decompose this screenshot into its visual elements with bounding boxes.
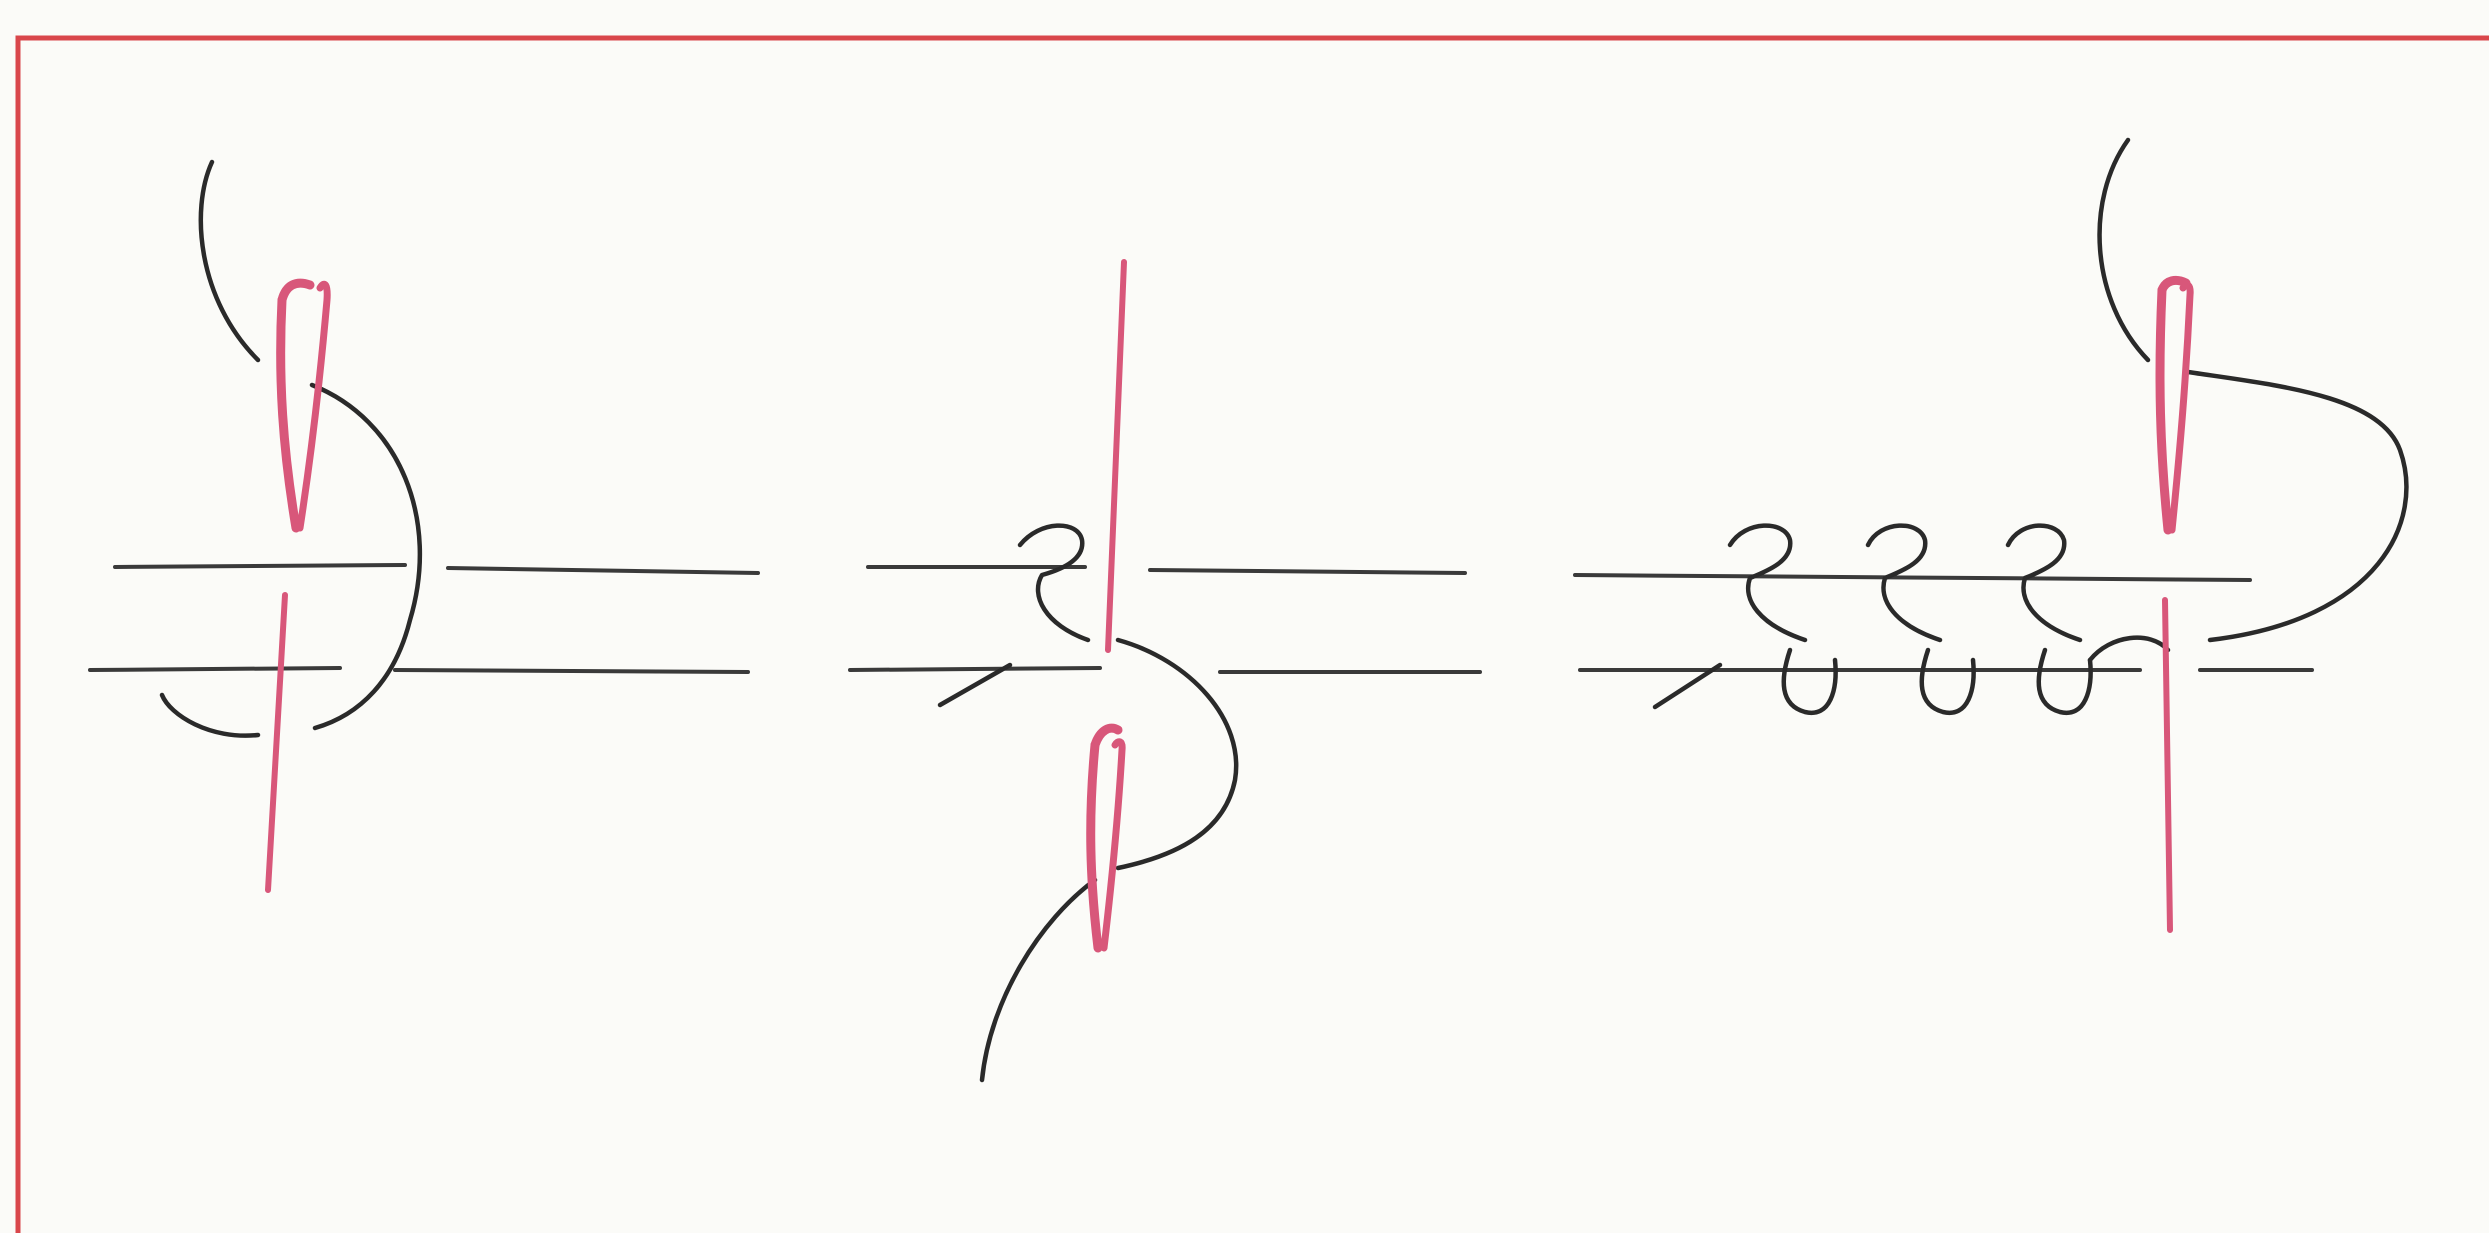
step-3-fabric-line-top xyxy=(1575,575,2250,580)
step-3-needle-eye-left xyxy=(2160,290,2168,530)
step-3-stitch-1 xyxy=(1730,526,1836,713)
step-3-needle xyxy=(2160,280,2190,930)
step-2-needle-shaft xyxy=(1108,262,1124,650)
step-3-stitch-3 xyxy=(2008,526,2168,713)
step-3-thread-loop xyxy=(2188,372,2406,640)
step-2-thread-bottom xyxy=(982,880,1095,1080)
step-3-stitch-2 xyxy=(1868,526,1974,713)
step-2-needle xyxy=(1091,262,1124,948)
step-2 xyxy=(850,262,1480,1080)
step-3-needle-eye-right xyxy=(2172,285,2190,530)
step-1-needle-shaft xyxy=(268,595,285,890)
step-3 xyxy=(1575,140,2406,930)
step-1-fabric-line-bottom-right xyxy=(395,670,748,672)
step-1 xyxy=(90,162,758,890)
step-2-fabric-line-bottom-left xyxy=(850,668,1100,670)
figure-frame xyxy=(18,38,2489,1233)
step-2-thread-loop xyxy=(1118,640,1236,868)
step-1-needle-eye-right xyxy=(300,284,327,528)
step-1-thread-top xyxy=(201,162,258,360)
step-3-thread-top xyxy=(2100,140,2148,360)
step-1-fabric-line-bottom-left xyxy=(90,668,340,670)
step-1-needle xyxy=(268,283,327,890)
step-1-fabric-line-top-right xyxy=(448,568,758,573)
step-1-needle-eye-top xyxy=(282,283,310,300)
step-2-needle-eye-right xyxy=(1104,742,1122,948)
step-1-needle-eye-left xyxy=(281,300,296,528)
step-2-fabric-line-top-right xyxy=(1150,570,1465,573)
step-1-fabric-line-top-left xyxy=(115,565,405,567)
step-2-thread-small-loop xyxy=(1020,526,1088,640)
step-1-thread-loop xyxy=(312,385,420,728)
step-1-thread-bottom xyxy=(162,695,258,736)
step-2-needle-eye-left xyxy=(1091,745,1098,948)
